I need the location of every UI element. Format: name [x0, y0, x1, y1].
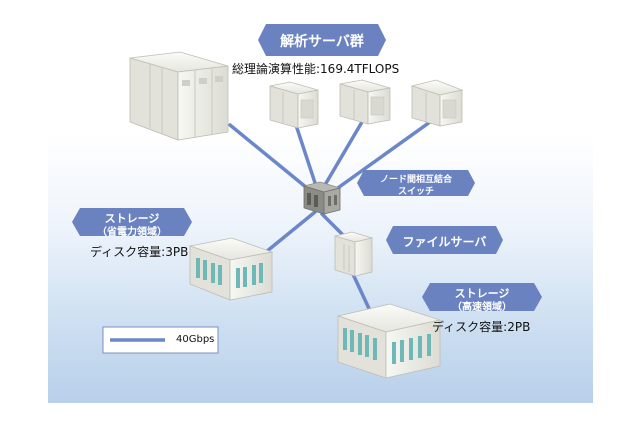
- switch-badge-shape: [357, 170, 475, 196]
- storage-eco-badge-shape: [72, 208, 192, 236]
- storage-eco-label-line1: ストレージ: [104, 212, 160, 225]
- link-server-2: [293, 120, 320, 194]
- storage-eco-label-line2: （省電力領域）: [97, 227, 167, 238]
- legend-speed-label: 40Gbps: [176, 334, 215, 345]
- legend: [102, 326, 219, 354]
- storage-fast-badge-shape: [422, 283, 542, 311]
- network-switch-icon: [302, 181, 342, 215]
- file-server-badge-shape: [386, 226, 503, 254]
- link-large-server: [228, 123, 320, 199]
- link-server-4: [326, 120, 432, 197]
- link-storage-fast: [350, 270, 374, 317]
- storage-fast-label-line1: ストレージ: [454, 287, 510, 300]
- analysis-badge-shape: [258, 24, 386, 56]
- file-server-icon: [333, 231, 374, 277]
- storage-array-fast-icon: [336, 303, 442, 379]
- link-server-3: [320, 120, 364, 192]
- analysis-servers-title: 解析サーバ群: [280, 34, 364, 50]
- analysis-performance: 総理論演算性能:169.4TFLOPS: [232, 62, 400, 76]
- switch-label-line1: ノード間相互結合: [379, 175, 452, 185]
- storage-fast-label-line2: （高速領域）: [452, 302, 512, 313]
- compute-server-icon: [339, 79, 391, 125]
- storage-eco-capacity: ディスク容量:3PB: [90, 245, 189, 259]
- large-server-rack-icon: [129, 51, 229, 141]
- label-badges: [72, 24, 542, 311]
- storage-fast-capacity: ディスク容量:2PB: [432, 320, 531, 334]
- network-links: [228, 120, 432, 317]
- storage-array-eco-icon: [188, 237, 274, 301]
- file-server-label: ファイルサーバ: [402, 235, 487, 249]
- switch-label-line2: スイッチ: [397, 187, 434, 197]
- compute-server-icon: [269, 81, 319, 129]
- compute-server-icon: [410, 79, 464, 127]
